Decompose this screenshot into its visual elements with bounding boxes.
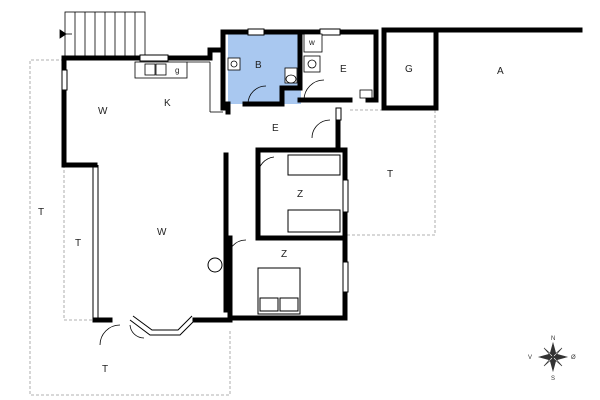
room-label-washer: w bbox=[308, 38, 315, 47]
wood-stove bbox=[207, 257, 223, 273]
stairs bbox=[59, 11, 146, 58]
compass-west: V bbox=[528, 355, 532, 361]
room-label-bedroom-lower: Z bbox=[281, 249, 287, 260]
room-label-terrace-bottom: T bbox=[102, 364, 108, 375]
room-label-hall: E bbox=[272, 123, 279, 134]
beds bbox=[257, 154, 341, 315]
room-label-entrance-right: E bbox=[340, 64, 347, 75]
bay-window bbox=[129, 315, 196, 336]
utility-fixtures bbox=[303, 33, 373, 101]
room-label-kitchen: K bbox=[164, 98, 171, 109]
bathroom-fixtures bbox=[227, 57, 298, 105]
room-label-garage: G bbox=[405, 64, 413, 75]
room-label-kitchen-appliance: g bbox=[175, 66, 179, 75]
terrace-outlines bbox=[29, 59, 436, 396]
windows bbox=[61, 28, 349, 293]
compass-north: N bbox=[551, 336, 555, 342]
room-label-annex: A bbox=[497, 66, 504, 77]
compass-rose: N S V Ø bbox=[528, 336, 576, 382]
compass-south: S bbox=[551, 376, 555, 382]
room-label-terrace-right: T bbox=[387, 169, 393, 180]
compass-icon bbox=[537, 341, 569, 373]
kitchen-counter bbox=[134, 61, 223, 113]
compass-east: Ø bbox=[571, 355, 576, 361]
glazed-wall bbox=[92, 165, 99, 320]
room-label-bedroom-upper: Z bbox=[297, 189, 303, 200]
room-label-bathroom: B bbox=[255, 60, 262, 71]
room-label-terrace-left-inner: T bbox=[75, 238, 81, 249]
doors bbox=[99, 119, 331, 346]
room-label-terrace-left-outer: T bbox=[38, 207, 44, 218]
room-label-living-upper: W bbox=[98, 106, 108, 117]
room-label-living-lower: W bbox=[157, 227, 167, 238]
